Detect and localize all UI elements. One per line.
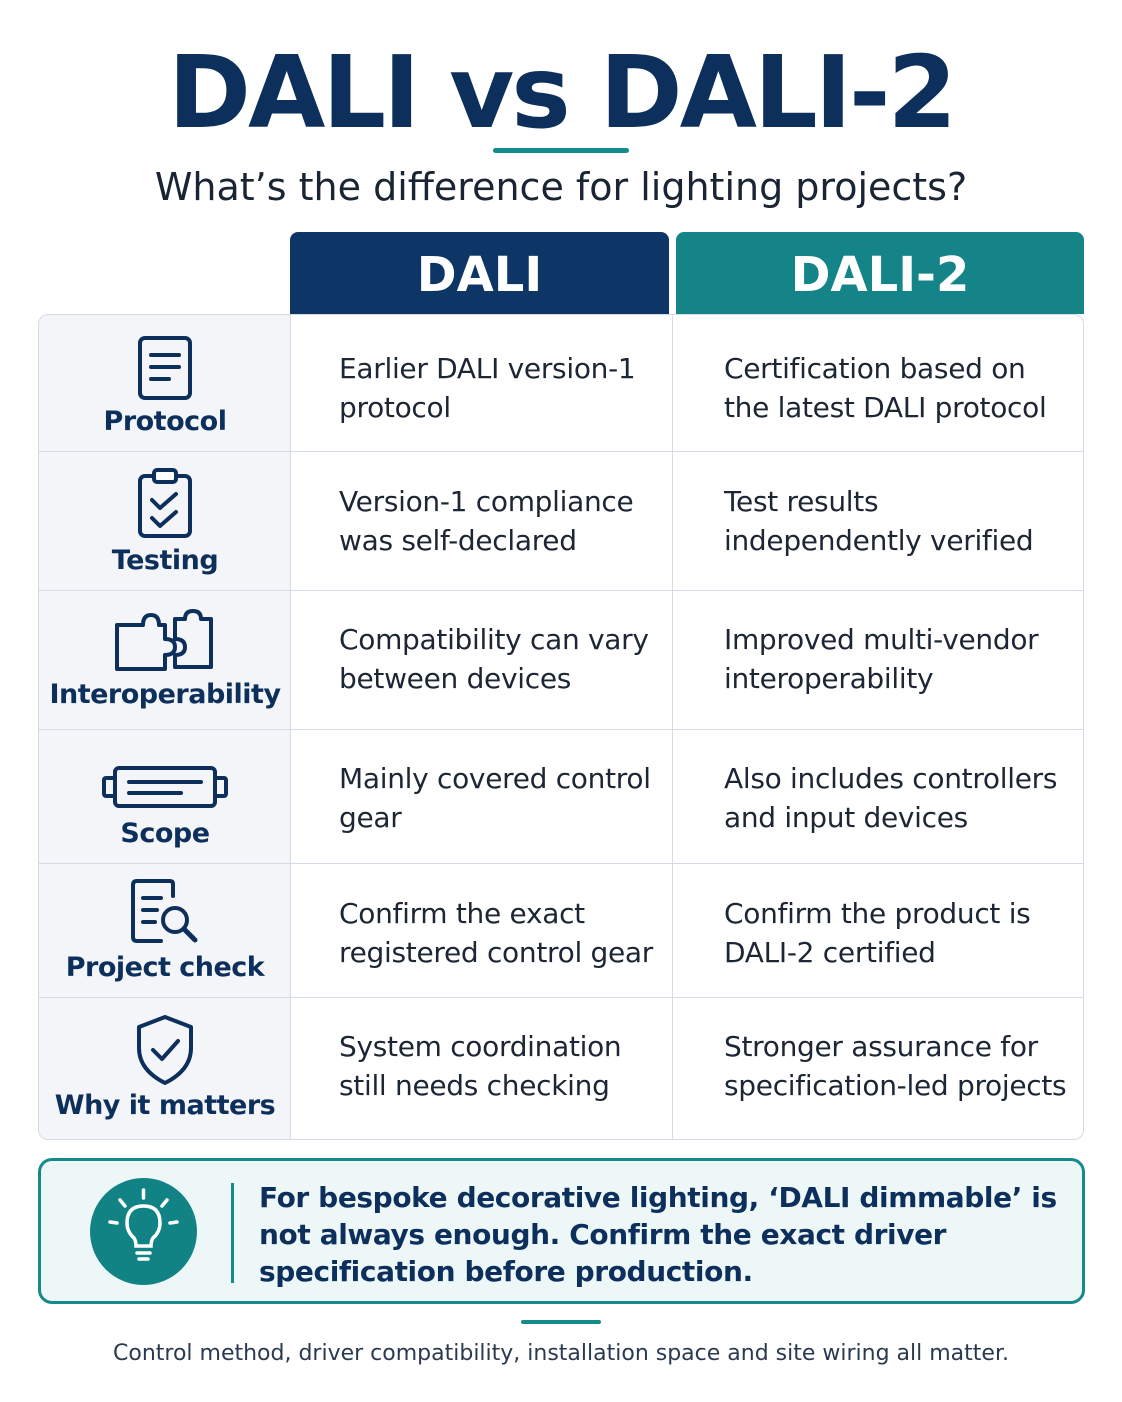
footer-rule bbox=[521, 1320, 601, 1324]
dali-cell: Confirm the exact registered control gea… bbox=[339, 897, 653, 969]
row-label: Why it matters bbox=[39, 998, 291, 1139]
table-row-project-check: Project check Confirm the exact register… bbox=[39, 864, 1083, 998]
dali-cell: Mainly covered control gear bbox=[339, 762, 651, 834]
dali2-cell: Confirm the product is DALI-2 certified bbox=[724, 897, 1031, 969]
row-name: Scope bbox=[120, 818, 210, 849]
callout-divider bbox=[231, 1183, 234, 1283]
row-label: Protocol bbox=[39, 315, 291, 451]
footnote: Control method, driver compatibility, in… bbox=[113, 1341, 1009, 1366]
document-icon bbox=[138, 336, 192, 400]
lightbulb-badge bbox=[90, 1178, 197, 1285]
label-column bbox=[39, 315, 291, 1139]
row-name: Protocol bbox=[103, 406, 227, 437]
dali-cell: System coordination still needs checking bbox=[339, 1030, 622, 1102]
row-label: Interoperability bbox=[39, 591, 291, 729]
table-row-protocol: Protocol Earlier DALI version-1 protocol… bbox=[39, 315, 1083, 452]
comparison-table: Protocol Earlier DALI version-1 protocol… bbox=[38, 314, 1084, 1140]
row-name: Interoperability bbox=[49, 679, 281, 710]
callout-box: For bespoke decorative lighting, ‘DALI d… bbox=[38, 1158, 1085, 1304]
title-underline bbox=[493, 148, 629, 153]
shield-check-icon bbox=[137, 1015, 193, 1085]
page-title: DALI vs DALI-2 bbox=[167, 34, 957, 151]
row-label: Testing bbox=[39, 452, 291, 590]
callout-text: For bespoke decorative lighting, ‘DALI d… bbox=[259, 1181, 1057, 1288]
row-name: Testing bbox=[111, 545, 219, 576]
dali2-cell: Also includes controllers and input devi… bbox=[724, 762, 1058, 834]
row-name: Why it matters bbox=[54, 1090, 276, 1121]
table-row-scope: Scope Mainly covered control gear Also i… bbox=[39, 730, 1083, 864]
table-row-interoperability: Interoperability Compatibility can vary … bbox=[39, 591, 1083, 730]
column-header-dali: DALI bbox=[290, 232, 669, 314]
row-label: Project check bbox=[39, 864, 291, 997]
row-label: Scope bbox=[39, 730, 291, 863]
column-header-dali2: DALI-2 bbox=[676, 232, 1084, 314]
page-subtitle: What’s the difference for lighting proje… bbox=[154, 165, 968, 209]
dali-cell: Compatibility can vary between devices bbox=[339, 623, 649, 695]
dali2-cell: Improved multi-vendor interoperability bbox=[724, 623, 1039, 695]
dali2-cell: Stronger assurance for specification-led… bbox=[724, 1030, 1067, 1102]
dali2-cell: Test results independently verified bbox=[724, 485, 1034, 557]
lightbulb-icon bbox=[108, 1188, 179, 1261]
table-row-why-it-matters: Why it matters System coordination still… bbox=[39, 998, 1083, 1139]
column-divider bbox=[672, 315, 673, 1139]
clipboard-check-icon bbox=[138, 468, 192, 538]
dali-cell: Version-1 compliance was self-declared bbox=[339, 485, 634, 557]
dali-cell: Earlier DALI version-1 protocol bbox=[339, 352, 636, 424]
row-name: Project check bbox=[65, 952, 265, 983]
driver-module-icon bbox=[102, 766, 228, 808]
table-row-testing: Testing Version-1 compliance was self-de… bbox=[39, 452, 1083, 591]
dali2-cell: Certification based on the latest DALI p… bbox=[724, 352, 1047, 424]
document-search-icon bbox=[131, 879, 198, 943]
puzzle-icon bbox=[115, 609, 213, 671]
